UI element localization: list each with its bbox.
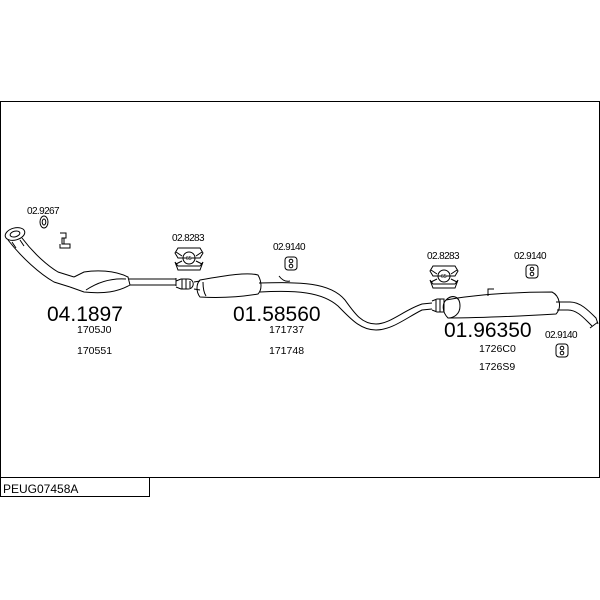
front-pipe-ref-1: 1705J0 [77, 324, 112, 336]
catalyst-body [69, 270, 131, 294]
hanger-rear-top-accessory[interactable]: 02.9140 [514, 251, 548, 279]
hanger-rear-bottom-accessory[interactable]: 02.9140 [545, 330, 579, 358]
middle-silencer-ref-1: 171737 [269, 324, 304, 336]
clamp-rear-badge: 65 [441, 274, 447, 280]
rubber-hanger-icon [555, 343, 569, 358]
clamp-rear-accessory[interactable]: 02.8283 65 [427, 251, 461, 289]
gasket-code: 02.9267 [27, 206, 60, 217]
rubber-hanger-icon [525, 264, 539, 279]
clamp-icon [174, 247, 204, 271]
front-pipe[interactable] [4, 226, 194, 294]
clamp-front-badge: 65 [186, 256, 192, 262]
clamp-front-code: 02.8283 [172, 233, 205, 244]
middle-silencer-body [196, 273, 262, 298]
hanger-rear-top-code: 02.9140 [514, 251, 547, 262]
rear-silencer[interactable] [431, 288, 599, 329]
gasket-accessory[interactable]: 02.9267 [27, 206, 61, 229]
reference-box [0, 477, 150, 497]
gasket-icon [39, 215, 49, 229]
clamp-front-accessory[interactable]: 02.8283 65 [172, 233, 206, 271]
rubber-hanger-icon [284, 256, 298, 271]
rear-silencer-code: 01.96350 [444, 319, 532, 342]
hanger-middle-code: 02.9140 [273, 242, 306, 253]
front-pipe-ref-2: 170551 [77, 345, 112, 357]
clamp-icon [429, 265, 459, 289]
rear-silencer-ref-1: 1726C0 [479, 343, 516, 355]
rear-silencer-ref-2: 1726S9 [479, 361, 515, 373]
middle-silencer-ref-2: 171748 [269, 345, 304, 357]
front-flange [4, 227, 26, 241]
middle-silencer[interactable] [193, 273, 433, 331]
middle-silencer-code: 01.58560 [233, 303, 321, 326]
diagram-frame [0, 101, 600, 478]
hanger-rear-bottom-code: 02.9140 [545, 330, 578, 341]
hanger-middle-accessory[interactable]: 02.9140 [273, 242, 307, 271]
middle-pipe-hook [278, 275, 291, 282]
kit-reference: PEUG07458A [3, 482, 78, 496]
front-pipe-code: 04.1897 [47, 303, 123, 326]
sensor-stud-accessory [59, 232, 71, 249]
clamp-rear-code: 02.8283 [427, 251, 460, 262]
rear-silencer-body [442, 291, 560, 319]
